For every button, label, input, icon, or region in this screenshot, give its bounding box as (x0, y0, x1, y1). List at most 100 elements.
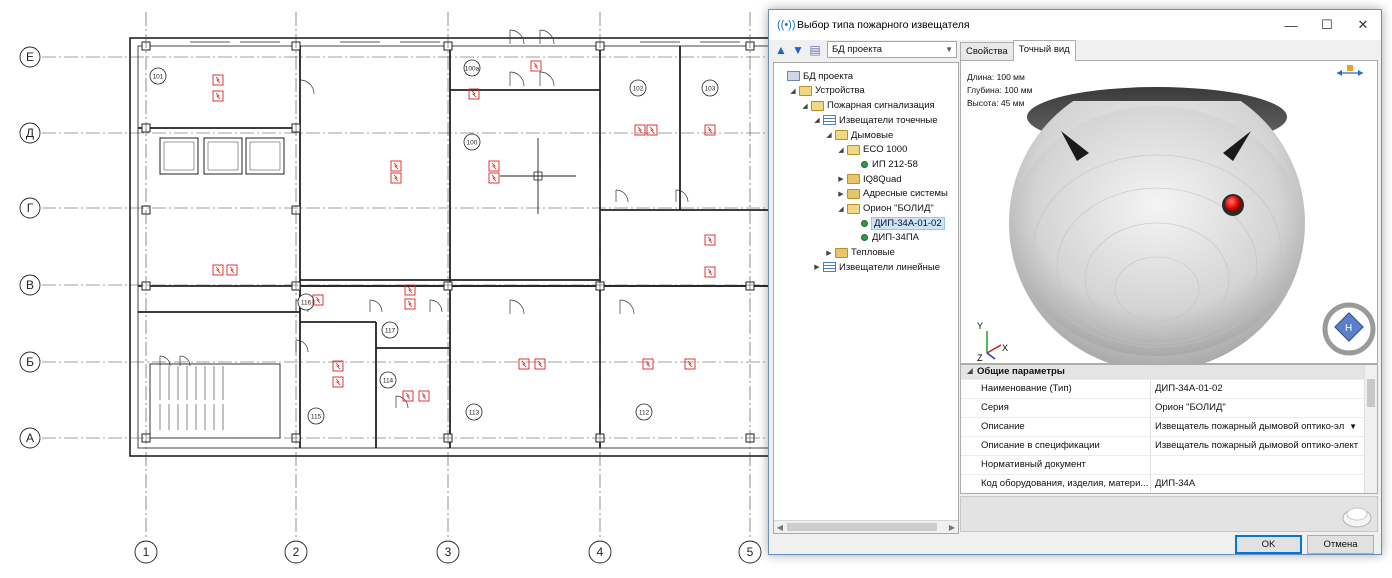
database-select[interactable]: БД проекта ▼ (827, 41, 957, 58)
room-number: 114 (383, 377, 394, 384)
tree-item[interactable]: ▶Извещатели линейные (812, 260, 940, 275)
ok-button[interactable]: OK (1235, 535, 1302, 554)
fire-detector-icon: ((•)) (777, 19, 796, 31)
collapse-icon[interactable]: ◢ (838, 146, 844, 154)
tree-item[interactable]: ДИП-34ПА (848, 231, 919, 246)
view-cube-icon[interactable]: H (1322, 302, 1376, 356)
catalog-tree[interactable]: ◀ ▶ БД проекта◢Устройства◢Пожарная сигна… (773, 62, 959, 534)
property-value[interactable]: Орион "БОЛИД" (1151, 399, 1359, 417)
collapse-icon[interactable]: ◢ (967, 368, 973, 375)
detector-glyph (637, 126, 643, 134)
tree-item[interactable]: ◢ Дымовые (824, 128, 893, 143)
tree-item[interactable]: ◢ECO 1000 (836, 143, 907, 158)
axis-y-label: Y (977, 321, 983, 331)
property-value[interactable]: Извещатель пожарный дымовой оптико-элект (1151, 437, 1359, 455)
move-down-button[interactable]: ▼ (792, 43, 804, 57)
door-swing (615, 189, 629, 203)
tree-item-label: Дымовые (851, 129, 894, 141)
room-tag (465, 403, 483, 421)
door-swing (159, 355, 171, 367)
property-name: Нормативный документ (961, 456, 1151, 474)
tree-item[interactable]: ▶Тепловые (824, 245, 895, 260)
expand-icon[interactable]: ▶ (838, 176, 844, 184)
detector-glyph (533, 62, 539, 70)
tree-item[interactable]: ИП 212-58 (848, 157, 918, 172)
properties-vertical-scrollbar[interactable] (1364, 365, 1377, 493)
expand-icon[interactable]: ▶ (826, 249, 832, 257)
property-row[interactable]: Нормативный документ (961, 455, 1377, 474)
tree-item[interactable]: ◢Устройства (788, 84, 864, 99)
room-tag (629, 79, 647, 97)
property-row[interactable]: Серия Орион "БОЛИД" (961, 398, 1377, 417)
property-value[interactable]: ДИП-34А-01-02 (1151, 380, 1359, 398)
scroll-right-icon[interactable]: ▶ (948, 523, 956, 532)
svg-text:H: H (1345, 323, 1352, 334)
room-number: 103 (705, 85, 716, 92)
folder-icon (847, 174, 860, 185)
smoke-detector-symbol (332, 376, 344, 388)
scrollbar-thumb[interactable] (1367, 379, 1375, 407)
smoke-detector-symbol (634, 124, 646, 136)
database-icon[interactable]: ▤ (809, 43, 821, 57)
property-value[interactable]: Извещатель пожарный дымовой оптико-эл▼ (1151, 418, 1359, 436)
properties-group-header[interactable]: ◢ Общие параметры (961, 365, 1377, 379)
device-icon (861, 234, 868, 242)
property-row[interactable]: Код оборудования, изделия, матери...ДИП-… (961, 474, 1377, 493)
chevron-down-icon[interactable]: ▼ (1349, 422, 1357, 431)
minimize-button[interactable]: — (1284, 17, 1298, 33)
tree-item[interactable]: БД проекта (776, 69, 853, 84)
maximize-button[interactable]: ☐ (1321, 17, 1333, 32)
property-value[interactable] (1151, 456, 1359, 474)
detector-glyph (215, 266, 221, 274)
tab-exact-view[interactable]: Точный вид (1012, 40, 1076, 61)
detector-glyph (421, 392, 427, 400)
tab-properties[interactable]: Свойства (960, 42, 1014, 61)
properties-grid[interactable]: ◢ Общие параметры Наименование (Тип)ДИП-… (960, 364, 1378, 494)
tree-item[interactable]: ◢Пожарная сигнализация (800, 98, 934, 113)
tree-item[interactable]: ▶IQ8Quad (836, 172, 901, 187)
collapse-icon[interactable]: ◢ (790, 87, 796, 95)
axis-row-label: Б (26, 355, 34, 369)
property-row[interactable]: Наименование (Тип)ДИП-34А-01-02 (961, 379, 1377, 398)
tree-item[interactable]: ДИП-34А-01-02 (848, 216, 945, 231)
smoke-detector-symbol (402, 390, 414, 402)
expand-icon[interactable]: ▶ (838, 190, 844, 198)
tree-horizontal-scrollbar[interactable]: ◀ ▶ (774, 520, 958, 533)
property-value[interactable]: ДИП-34А (1151, 475, 1359, 493)
scrollbar-thumb[interactable] (787, 523, 937, 531)
smoke-detector-symbol (212, 90, 224, 102)
expand-icon[interactable]: ▶ (814, 264, 820, 272)
tree-item-label: ДИП-34А-01-02 (871, 216, 945, 230)
zoom-extents-icon[interactable] (1337, 65, 1363, 76)
detector-glyph (407, 300, 413, 308)
detector-3d-view[interactable]: Длина: 100 мм Глубина: 100 мм Высота: 45… (960, 60, 1378, 364)
collapse-icon[interactable]: ◢ (802, 102, 808, 110)
cancel-button[interactable]: Отмена (1307, 535, 1374, 554)
detector-glyph (649, 126, 655, 134)
property-name: Серия (961, 399, 1151, 417)
room-tag (701, 79, 719, 97)
folder-icon (811, 100, 824, 111)
property-value-text: Орион "БОЛИД" (1155, 402, 1226, 413)
axis-bubble (19, 46, 41, 68)
tree-item[interactable]: ▶Адресные системы (836, 187, 948, 202)
door-swing (539, 29, 555, 45)
door-swing (509, 29, 525, 45)
tree-item[interactable]: ◢Орион "БОЛИД" (836, 201, 934, 216)
elevator-cabin (207, 141, 239, 171)
room-number: 117 (385, 327, 396, 334)
collapse-icon[interactable]: ◢ (814, 117, 820, 125)
scroll-left-icon[interactable]: ◀ (776, 523, 784, 532)
tree-item-label: ИП 212-58 (872, 158, 918, 170)
collapse-icon[interactable]: ◢ (826, 132, 832, 140)
close-button[interactable]: ✕ (1357, 17, 1369, 32)
tree-item[interactable]: ◢ Извещатели точечные (812, 113, 938, 128)
room-number: 100а (465, 65, 480, 72)
collapse-icon[interactable]: ◢ (838, 205, 844, 213)
tree-item-label: Извещатели точечные (839, 114, 938, 126)
dialog-titlebar[interactable]: ((•)) Выбор типа пожарного извещателя — … (769, 10, 1381, 40)
move-up-button[interactable]: ▲ (775, 43, 787, 57)
